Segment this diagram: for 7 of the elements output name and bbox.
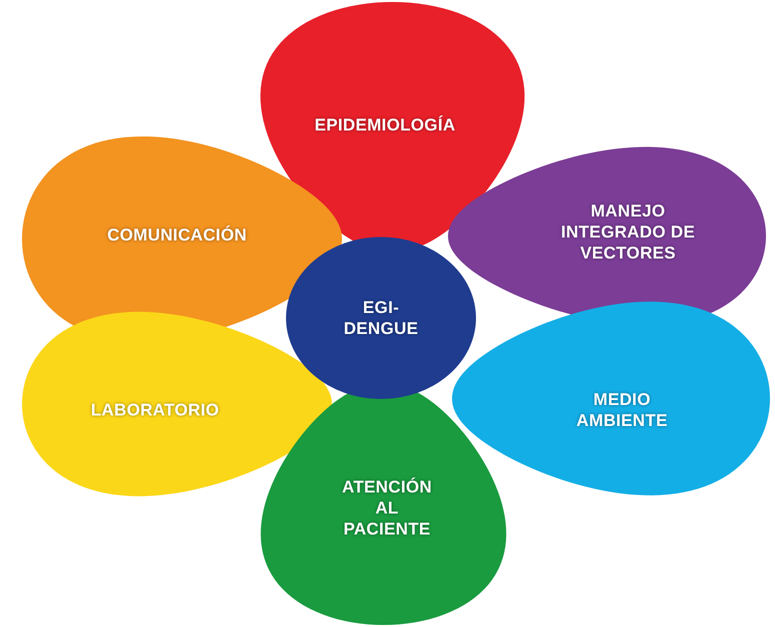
petal-label: ATENCIÓN AL PACIENTE [341,476,433,540]
petal-label: MEDIO AMBIENTE [575,389,669,431]
petal-label: MANEJO INTEGRADO DE VECTORES [560,200,696,264]
petal-label: COMUNICACIÓN [107,224,247,246]
petal-label: EPIDEMIOLOGÍA [314,114,456,136]
petal-label: LABORATORIO [90,400,220,420]
center-label: EGI-DENGUE [342,297,420,339]
